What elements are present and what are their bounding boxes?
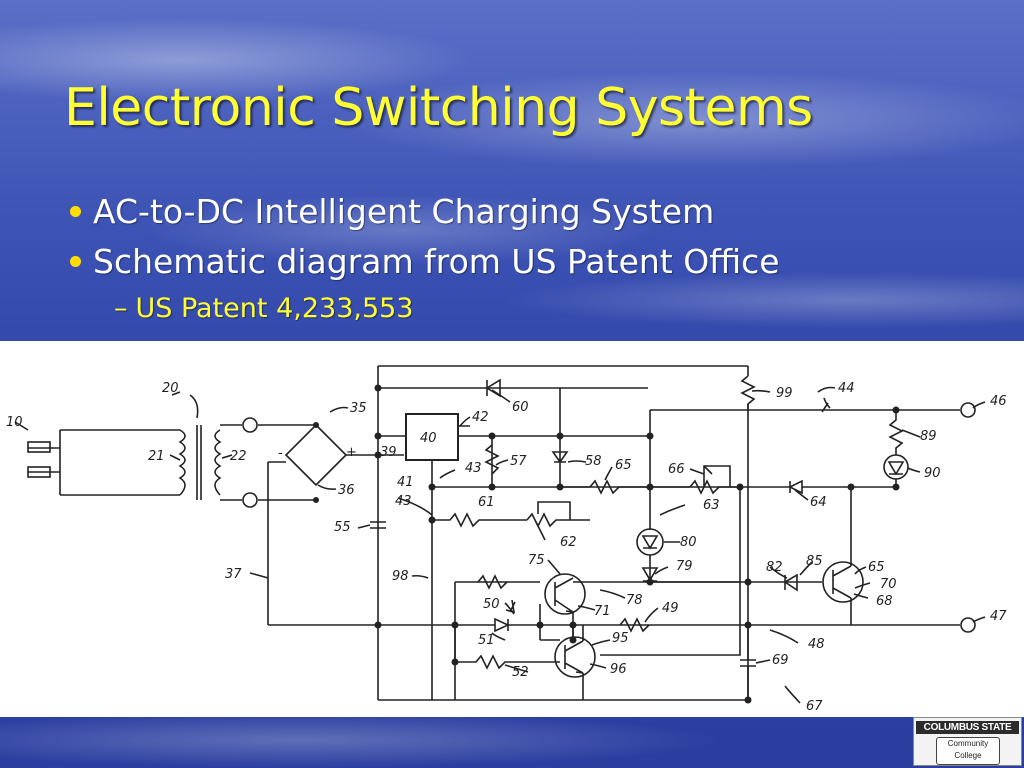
- label-89: 89: [920, 429, 937, 444]
- bullet-list: AC-to-DC Intelligent Charging System Sch…: [64, 186, 780, 330]
- label-68: 68: [876, 594, 893, 609]
- slide-title: Electronic Switching Systems: [64, 78, 813, 138]
- bullet-item: AC-to-DC Intelligent Charging System: [64, 186, 780, 236]
- label-43a: 43: [465, 461, 482, 476]
- label-64: 64: [810, 495, 827, 510]
- label-47: 47: [990, 609, 1007, 624]
- label-49: 49: [662, 601, 679, 616]
- label-36: 36: [338, 483, 355, 498]
- label-50: 50: [483, 597, 500, 612]
- label-43b: 43: [395, 494, 412, 509]
- label-85: 85: [806, 554, 823, 569]
- label-10: 10: [6, 415, 23, 430]
- label-69: 69: [772, 653, 789, 668]
- label-80: 80: [680, 535, 697, 550]
- label-82: 82: [766, 560, 783, 575]
- label-99: 99: [776, 386, 793, 401]
- label-21: 21: [148, 449, 165, 464]
- label-44: 44: [838, 381, 855, 396]
- label-41: 41: [397, 475, 414, 490]
- label-98: 98: [392, 569, 409, 584]
- label-40: 40: [420, 431, 437, 446]
- label-39: 39: [380, 445, 397, 460]
- logo-badge: Community College: [936, 737, 1000, 765]
- label-42: 42: [472, 410, 489, 425]
- label-95: 95: [612, 631, 629, 646]
- label-67: 67: [806, 699, 823, 714]
- logo-name: COLUMBUS STATE: [916, 721, 1019, 734]
- label-78: 78: [626, 593, 643, 608]
- schematic-labels: 10 20 21 22 35 36 37 39 40 41 42 43 43 4…: [6, 381, 1007, 714]
- label-65a: 65: [615, 458, 632, 473]
- label-55: 55: [334, 520, 351, 535]
- label-35: 35: [350, 401, 367, 416]
- label-48: 48: [808, 637, 825, 652]
- label-20: 20: [162, 381, 179, 396]
- college-logo: COLUMBUS STATE Community College: [913, 717, 1022, 766]
- label-58: 58: [585, 454, 602, 469]
- schematic-junctions: [313, 384, 900, 704]
- label-minus: -: [278, 446, 283, 461]
- label-37: 37: [225, 567, 242, 582]
- label-75: 75: [528, 553, 545, 568]
- label-51: 51: [478, 633, 495, 648]
- schematic-drawing: 10 20 21 22 35 36 37 39 40 41 42 43 43 4…: [6, 365, 1007, 714]
- label-22: 22: [230, 449, 247, 464]
- label-52: 52: [512, 665, 529, 680]
- bullet-text: Schematic diagram from US Patent Office: [93, 241, 780, 281]
- label-79: 79: [676, 559, 693, 574]
- label-65b: 65: [868, 560, 885, 575]
- bullet-dot-icon: [70, 255, 81, 267]
- label-63: 63: [703, 498, 720, 513]
- label-96: 96: [610, 662, 627, 677]
- label-62: 62: [560, 535, 577, 550]
- bullet-item: Schematic diagram from US Patent Office: [64, 236, 780, 286]
- sub-bullet-item: – US Patent 4,233,553: [64, 286, 780, 330]
- label-57: 57: [510, 454, 527, 469]
- bullet-text: AC-to-DC Intelligent Charging System: [93, 191, 715, 231]
- label-60: 60: [512, 400, 529, 415]
- label-61: 61: [478, 495, 495, 510]
- bullet-dot-icon: [70, 205, 81, 217]
- label-71: 71: [594, 604, 611, 619]
- logo-line-college: College: [954, 751, 982, 760]
- sub-bullet-dash: –: [114, 292, 128, 324]
- label-plus: +: [346, 445, 357, 460]
- label-90: 90: [924, 466, 941, 481]
- patent-schematic: 10 20 21 22 35 36 37 39 40 41 42 43 43 4…: [0, 341, 1024, 717]
- label-70: 70: [880, 577, 897, 592]
- sub-bullet-text: US Patent 4,233,553: [135, 292, 414, 324]
- label-46: 46: [990, 394, 1007, 409]
- label-66: 66: [668, 462, 685, 477]
- logo-line-community: Community: [947, 739, 989, 748]
- schematic-wires: [14, 365, 986, 704]
